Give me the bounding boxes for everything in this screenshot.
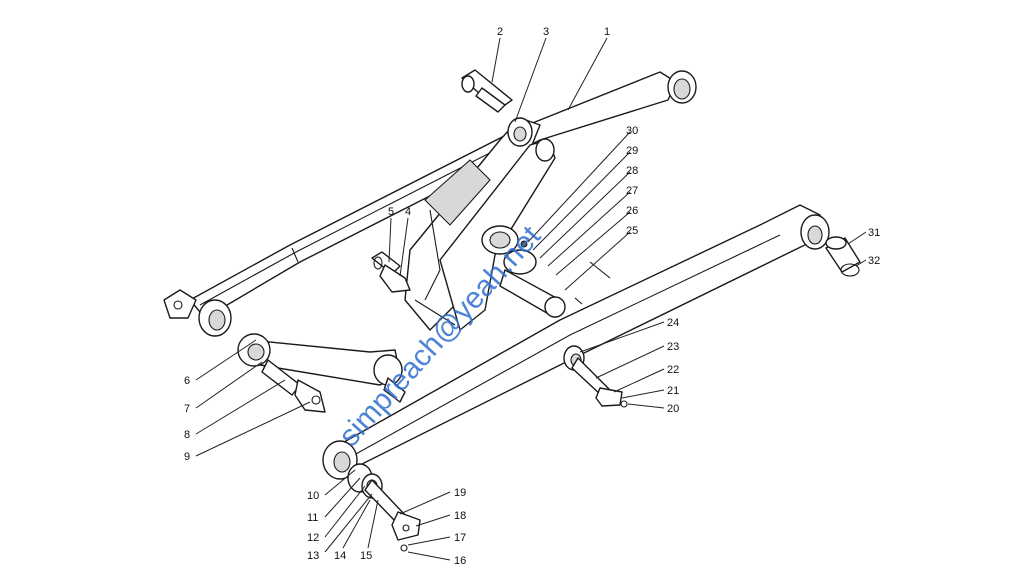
callout-30: 30 [626,125,638,137]
callout-27: 27 [626,185,638,197]
bushing-31-32 [825,236,861,277]
callout-9: 9 [184,451,190,463]
callout-31: 31 [868,227,880,239]
pin-4-5 [371,251,411,293]
callout-18: 18 [454,510,466,522]
callout-29: 29 [626,145,638,157]
lower-arm [322,204,830,480]
callout-25: 25 [626,225,638,237]
callout-8: 8 [184,429,190,441]
callout-2: 2 [497,26,503,38]
callout-5: 5 [388,206,394,218]
callout-labels: 2 3 1 5 4 30 29 28 27 26 25 31 32 6 7 8 … [184,26,880,567]
callout-16: 16 [454,555,466,567]
callout-11: 11 [307,512,318,524]
callout-26: 26 [626,205,638,217]
upper-arm [163,70,697,337]
callout-1: 1 [604,26,610,38]
bushing-stack [481,225,583,318]
callout-15: 15 [360,550,372,562]
pin-2 [461,69,513,113]
callout-6: 6 [184,375,190,387]
callout-28: 28 [626,165,638,177]
callout-19: 19 [454,487,466,499]
callout-23: 23 [667,341,679,353]
callout-3: 3 [543,26,549,38]
callout-21: 21 [667,385,679,397]
callout-12: 12 [307,532,319,544]
pin-assembly-lower [347,463,421,552]
callout-4: 4 [405,206,411,218]
callout-22: 22 [667,364,679,376]
callout-24: 24 [667,317,679,329]
callout-32: 32 [868,255,880,267]
pin-assembly-right [563,345,628,408]
callout-10: 10 [307,490,319,502]
leader-lines [195,37,867,561]
callout-14: 14 [334,550,346,562]
short-link [237,333,406,413]
callout-17: 17 [454,532,466,544]
callout-13: 13 [307,550,319,562]
callout-20: 20 [667,403,679,415]
callout-7: 7 [184,403,190,415]
